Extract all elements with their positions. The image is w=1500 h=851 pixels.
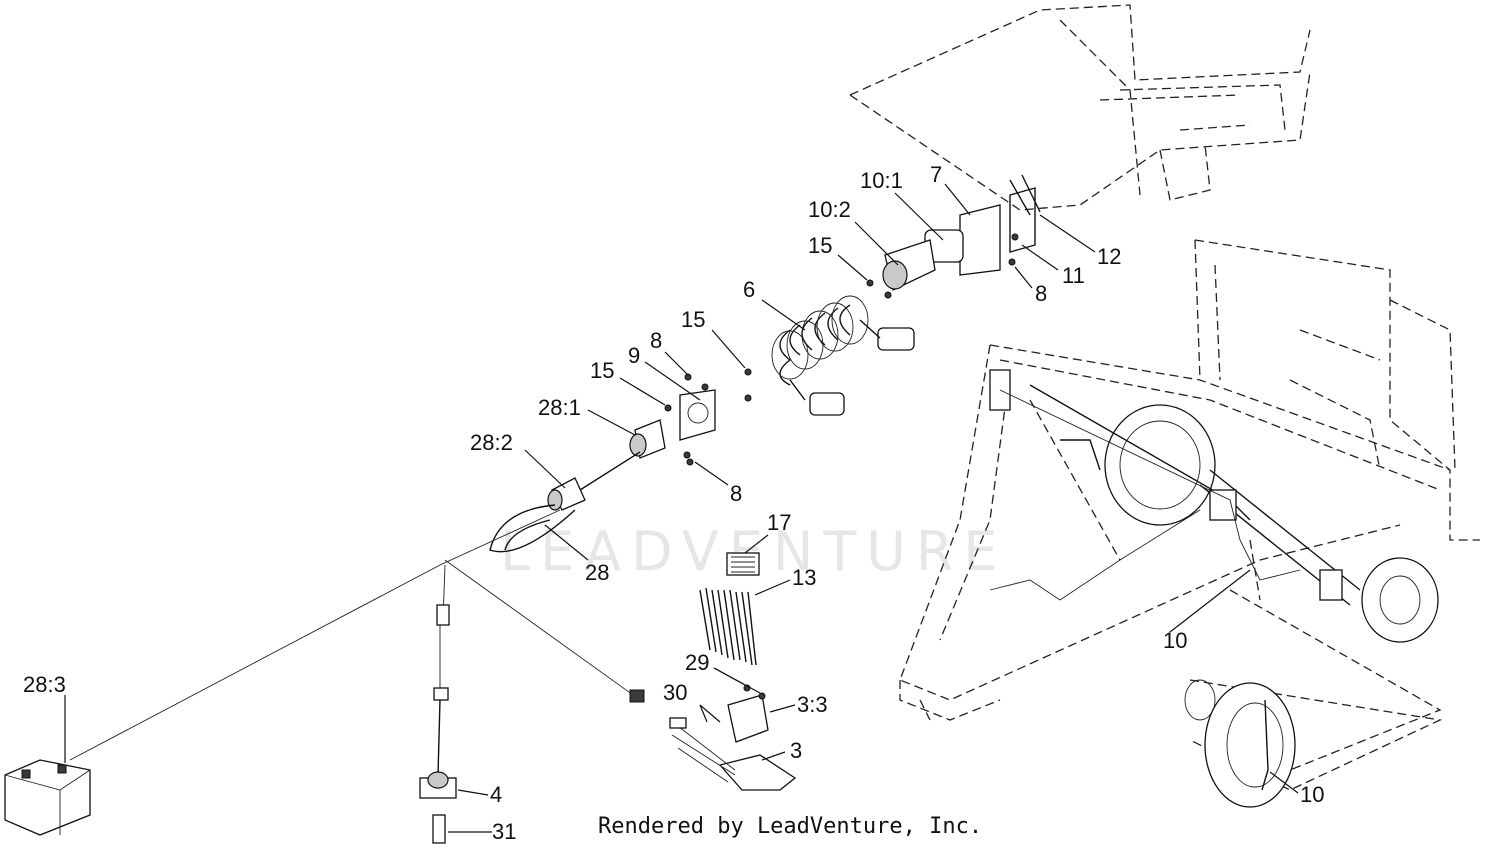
callout-8-a: 8: [1035, 281, 1047, 306]
callout-15-b: 15: [681, 307, 705, 332]
coiled-cable: [771, 295, 915, 416]
leader-lines: [64, 183, 1299, 833]
callout-28-2: 28:2: [470, 430, 513, 455]
callout-3: 3: [790, 738, 802, 763]
zip-tie-bundle: [726, 552, 760, 576]
trailer-frame: [899, 239, 1480, 771]
callout-28-1: 28:1: [538, 395, 581, 420]
callout-8-b: 8: [650, 328, 662, 353]
callout-15-a: 15: [808, 233, 832, 258]
callout-labels: 10:1 7 10:2 15 12 11 8 6 15 8 9 15 28:1 …: [23, 162, 1324, 844]
callout-10-2: 10:2: [808, 197, 851, 222]
callout-10-b: 10: [1300, 782, 1324, 807]
callout-15-c: 15: [590, 358, 614, 383]
battery: [4, 759, 91, 836]
callout-11: 11: [1062, 263, 1085, 288]
render-credit: Rendered by LeadVenture, Inc.: [598, 814, 983, 839]
callout-31: 31: [492, 819, 516, 844]
callout-10-1: 10:1: [860, 168, 903, 193]
callout-17: 17: [767, 510, 791, 535]
callout-3-3: 3:3: [797, 692, 828, 717]
callout-9: 9: [628, 343, 640, 368]
brake-drum: [1184, 679, 1443, 808]
callout-10-a: 10: [1163, 628, 1187, 653]
mount-plate: [629, 368, 752, 466]
circuit-breaker: [419, 771, 457, 844]
callout-8-c: 8: [730, 481, 742, 506]
callout-13: 13: [792, 565, 816, 590]
cable-tie-bundle: [699, 587, 757, 666]
hitch-connector-assembly: [866, 187, 1036, 299]
callout-30: 30: [663, 680, 687, 705]
callout-6: 6: [743, 277, 755, 302]
trailer-harness: [989, 389, 1301, 601]
callout-12: 12: [1097, 244, 1121, 269]
brake-controller: [629, 684, 797, 791]
callout-29: 29: [685, 650, 709, 675]
tractor-body: [849, 4, 1311, 216]
callout-7: 7: [930, 162, 942, 187]
main-wire-harness: [69, 451, 641, 776]
callout-4: 4: [490, 782, 502, 807]
callout-28: 28: [585, 560, 609, 585]
callout-28-3: 28:3: [23, 672, 66, 697]
trailer-axle: [989, 369, 1439, 643]
